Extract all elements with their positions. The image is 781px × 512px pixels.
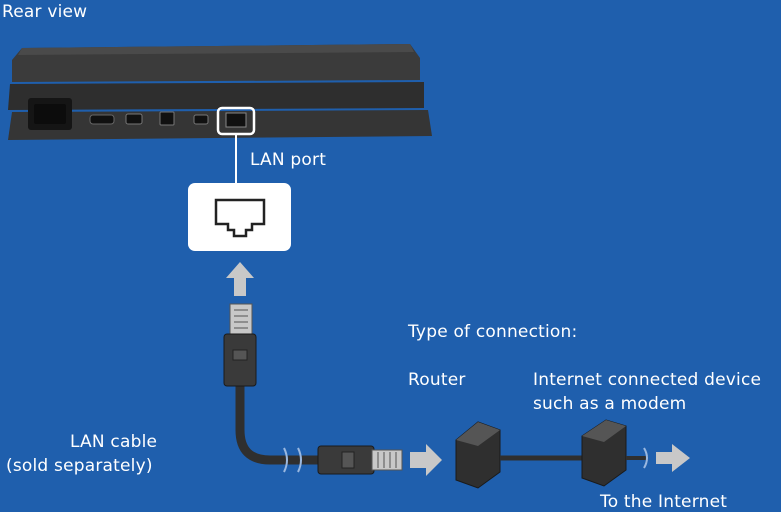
- arrow-right-icon: [410, 444, 442, 476]
- router-device: [455, 421, 501, 489]
- connection-type-label: Type of connection:: [408, 322, 578, 342]
- arrow-internet-icon: [656, 444, 690, 472]
- internet-label: To the Internet: [600, 492, 728, 512]
- hdmi-port: [89, 114, 115, 125]
- arrow-up-icon: [226, 262, 254, 296]
- modem-device: [581, 419, 627, 487]
- cable-label-line1: LAN cable: [70, 432, 158, 452]
- lan-port-label: LAN port: [250, 150, 327, 170]
- modem-label-line2: such as a modem: [533, 394, 687, 414]
- optical-port: [159, 111, 175, 126]
- modem-label-line1: Internet connected device: [533, 370, 762, 390]
- lan-cable: [223, 303, 403, 475]
- cable-label-line2: (sold separately): [6, 456, 153, 476]
- router-label: Router: [408, 370, 466, 390]
- page-title: Rear view: [2, 2, 88, 22]
- usb-port: [125, 113, 143, 125]
- aux-port: [193, 114, 209, 125]
- lan-port-enlarged: [188, 183, 291, 251]
- lan-socket-icon: [214, 198, 266, 238]
- lan-port-small: [225, 112, 247, 128]
- console-rear: [8, 44, 432, 140]
